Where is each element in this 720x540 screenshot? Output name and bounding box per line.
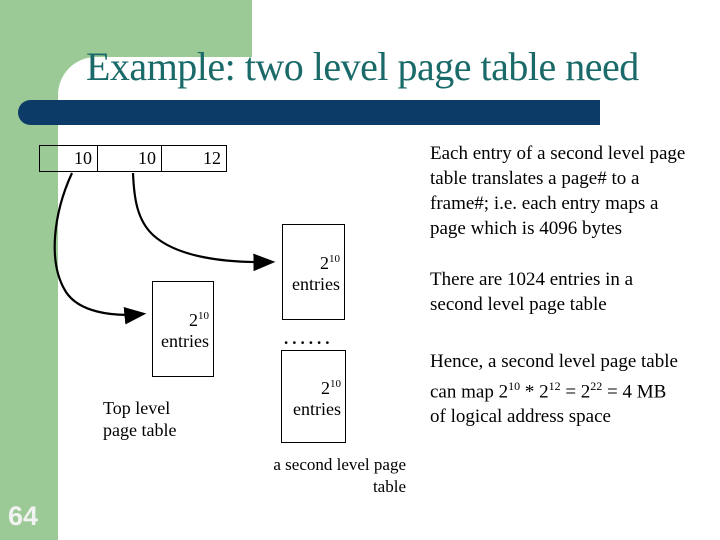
note-entry-mapping: Each entry of a second level page table … — [430, 143, 686, 239]
entries-count: 210 — [320, 253, 340, 273]
entries-word: entries — [293, 398, 341, 419]
entries-count: 210 — [321, 377, 341, 398]
entries-word: entries — [161, 331, 209, 351]
note-entry-count: There are 1024 entries in a second level… — [430, 269, 634, 315]
second-level-table-box-2: 210 entries — [281, 350, 346, 443]
slide-title: Example: two level page table need — [86, 44, 639, 89]
address-field-offset: 12 — [162, 145, 227, 172]
top-level-table-box: 210 entries — [152, 281, 214, 377]
title-accent-bar — [18, 100, 600, 125]
green-sidebar-bar — [0, 0, 58, 540]
top-level-caption: Top level page table — [103, 398, 177, 440]
second-level-caption: a second level page table — [273, 455, 406, 496]
address-field-dir-index: 10 — [39, 145, 98, 172]
note-mapping-size: Hence, a second level page table can map… — [430, 349, 720, 429]
slide-number: 64 — [8, 501, 39, 531]
note-mapping-size-formula: can map 210 * 212 = 222 = 4 MB — [430, 379, 667, 403]
entries-count: 210 — [189, 310, 209, 330]
address-field-page-index: 10 — [98, 145, 162, 172]
ellipsis-dots: ...... — [284, 329, 334, 348]
second-level-table-box-1: 210 entries — [282, 224, 345, 320]
address-fields-box: 10 10 12 — [39, 145, 227, 172]
entries-word: entries — [292, 274, 340, 294]
